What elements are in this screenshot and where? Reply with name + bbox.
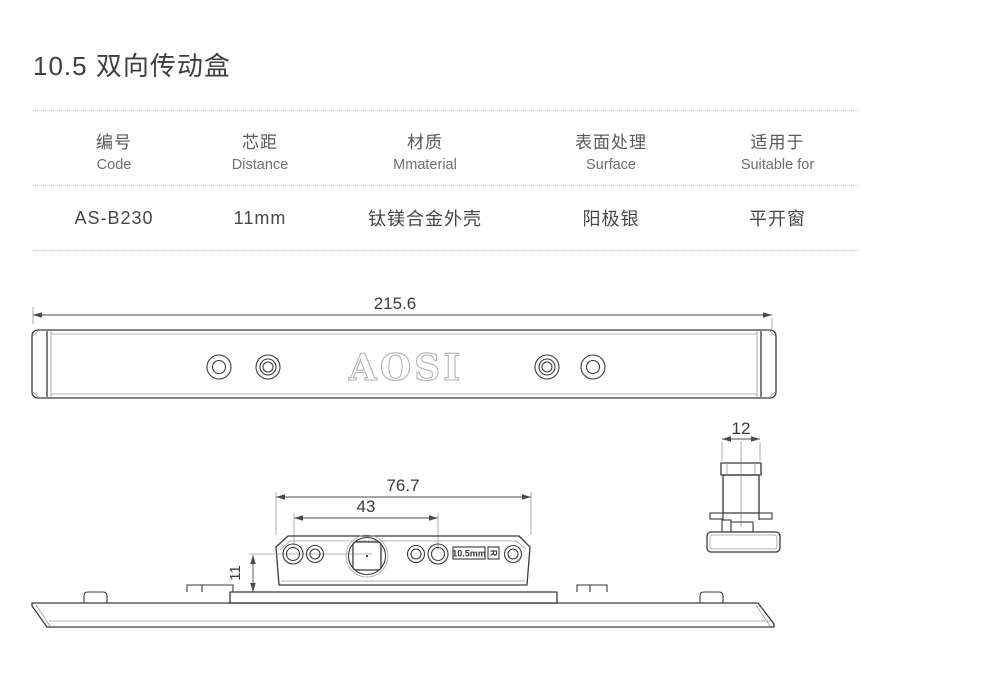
column-header-code: 编号 Code — [96, 132, 132, 173]
dim-body-label: 76.7 — [386, 476, 419, 495]
faceplate-top-view: 215.6 — [31, 294, 777, 399]
cell-code: AS-B230 — [74, 207, 154, 228]
dim-end-width: 12 — [721, 419, 761, 461]
gearbox-end-view: 12 — [706, 419, 781, 553]
separator — [33, 185, 858, 186]
spec-table-row: AS-B230 11mm 钛镁合金外壳 阳极银 平开窗 — [33, 186, 858, 250]
dim-overall-label: 215.6 — [374, 294, 417, 313]
page-title: 10.5 双向传动盒 — [33, 51, 231, 81]
cell-distance: 11mm — [233, 207, 287, 228]
dim-spacing-label: 43 — [357, 497, 376, 516]
gearbox-front-view: 76.7 43 11 — [227, 476, 532, 592]
size-label: 10.5mm — [452, 549, 486, 559]
screw-holes-top-view — [206, 354, 606, 380]
cell-material: 钛镁合金外壳 — [368, 209, 482, 229]
column-header-distance: 芯距 Distance — [231, 132, 289, 173]
separator — [33, 110, 858, 111]
column-header-surface: 表面处理 Surface — [575, 132, 647, 173]
cell-surface: 阳极银 — [582, 209, 640, 229]
faceplate-front-view — [31, 584, 775, 628]
brand-logo: AOSI — [348, 347, 463, 389]
dim-height: 11 — [227, 555, 256, 592]
size-label-plate: 10.5mm R — [452, 546, 500, 560]
cell-suitable: 平开窗 — [749, 209, 806, 229]
dim-height-label: 11 — [227, 565, 244, 581]
brand-mark: R — [489, 550, 499, 557]
spec-table-header: 编号 Code 芯距 Distance 材质 Mmaterial 表面处理 Su… — [33, 121, 858, 179]
dim-overall-length: 215.6 — [32, 294, 773, 329]
column-header-material: 材质 Mmaterial — [393, 132, 457, 173]
separator — [33, 250, 858, 251]
dim-body-width: 76.7 — [275, 476, 532, 535]
dim-hole-spacing: 43 — [293, 497, 439, 551]
column-header-suitable: 适用于 Suitable for — [740, 132, 815, 173]
dim-end-label: 12 — [732, 419, 751, 438]
